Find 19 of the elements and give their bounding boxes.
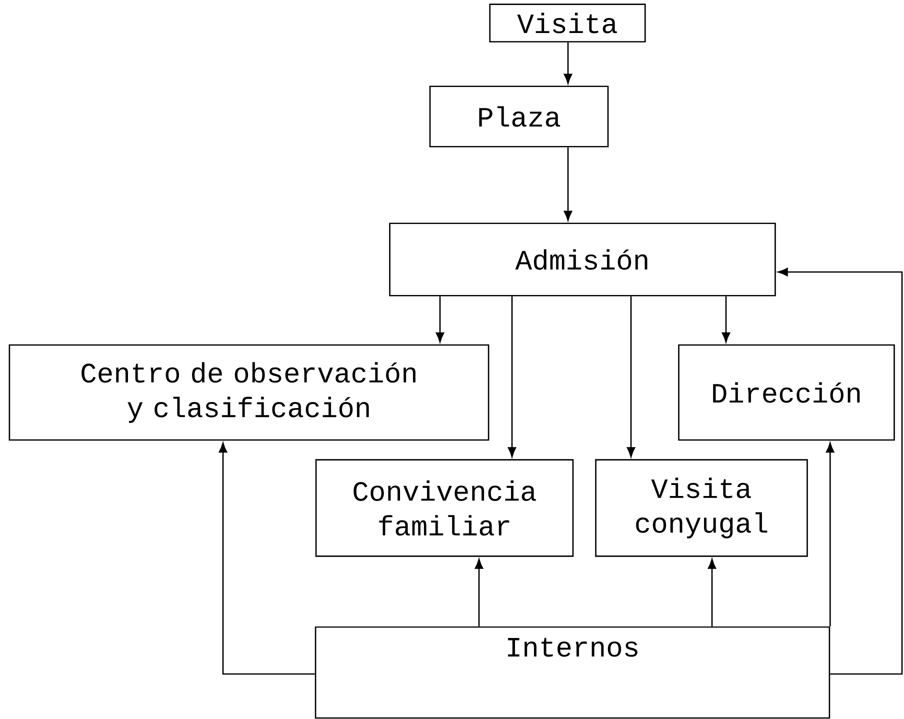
arrow (436, 296, 444, 342)
process-box: Admisión (389, 222, 776, 296)
arrow (218, 442, 315, 675)
arrow (474, 558, 484, 626)
arrow (826, 442, 834, 626)
arrow (708, 558, 716, 626)
process-box: Centro de observación y clasificación (8, 344, 490, 441)
process-box: Visita (489, 4, 646, 42)
arrow (626, 296, 636, 458)
arrow (722, 296, 730, 342)
process-box: Plaza (429, 86, 609, 148)
arrow (508, 296, 516, 458)
process-box: Visita conyugal (595, 459, 808, 557)
arrow (564, 147, 572, 221)
process-box: Internos (314, 626, 830, 719)
arrow (778, 268, 903, 675)
process-box: Convivencia familiar (315, 459, 574, 557)
process-box: Dirección (678, 344, 895, 441)
arrow (564, 42, 572, 84)
